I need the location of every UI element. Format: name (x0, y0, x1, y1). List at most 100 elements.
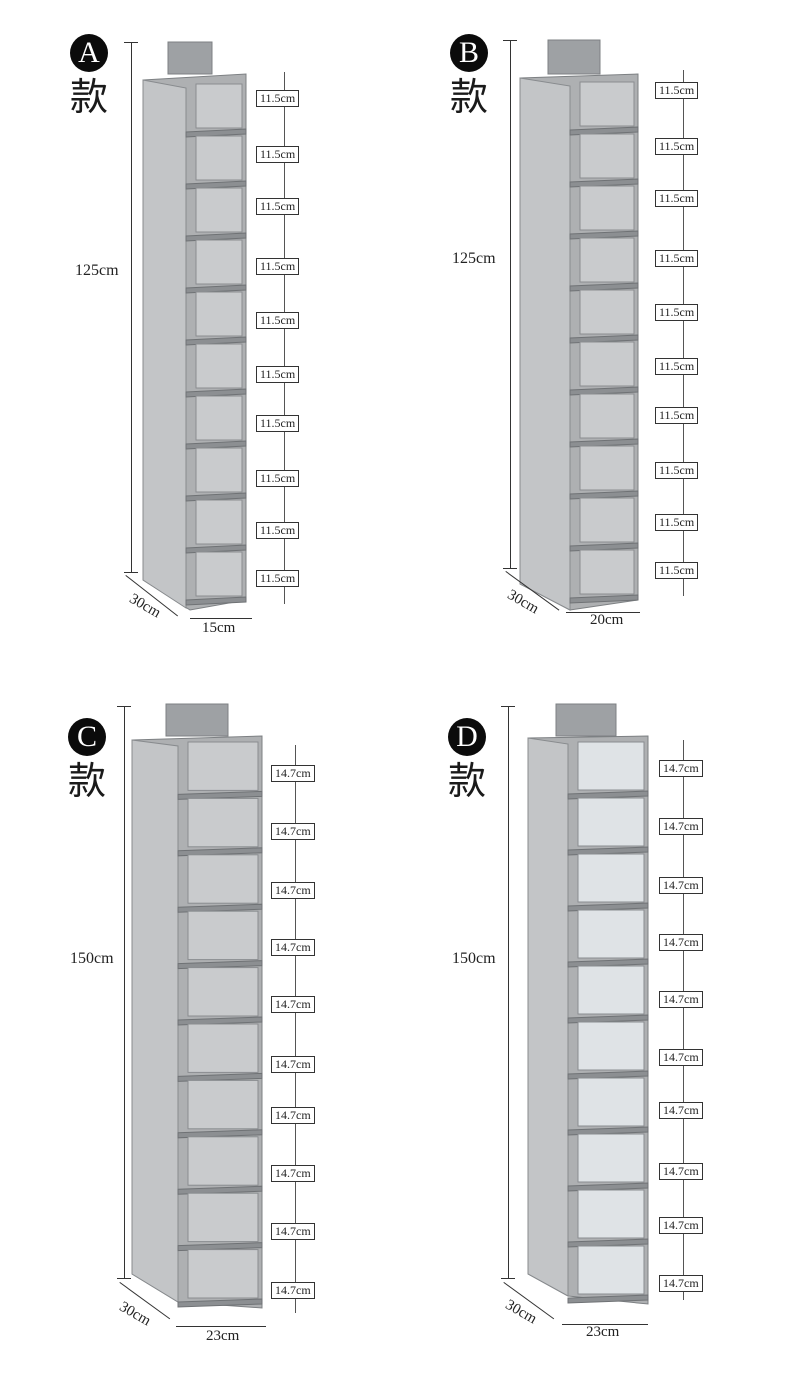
shelf-height-label: 11.5cm (256, 312, 300, 329)
width-b: 20cm (590, 612, 624, 628)
shelf-height-label: 14.7cm (271, 882, 315, 899)
shelf-board (185, 284, 247, 294)
total-height-b: 125cm (452, 250, 496, 267)
shelf-board (567, 1182, 649, 1192)
shelf-board (569, 386, 639, 396)
shelf-height-label: 14.7cm (271, 1165, 315, 1182)
shelf-height-label: 11.5cm (655, 514, 699, 531)
shelf-board (177, 847, 263, 857)
shelf-board (177, 1242, 263, 1252)
variant-label-d: 款 (448, 761, 487, 803)
variant-badge-b: B (450, 34, 488, 72)
organizer-image-b (519, 39, 639, 611)
shelf-board (567, 1070, 649, 1080)
shelf-board (185, 232, 247, 242)
shelf-compartment (577, 797, 645, 847)
shelf-compartment (187, 1136, 259, 1186)
shelf-compartment (187, 1023, 259, 1073)
shelf-height-label: 11.5cm (256, 570, 300, 587)
shelf-compartment (195, 499, 243, 545)
organizer-image-d (527, 703, 649, 1305)
shelf-height-label: 11.5cm (655, 190, 699, 207)
shelf-compartment (577, 1133, 645, 1183)
shelf-height-label: 14.7cm (659, 1102, 703, 1119)
shelf-compartment (579, 185, 635, 231)
shelf-height-label: 14.7cm (659, 877, 703, 894)
shelf-height-label: 11.5cm (256, 90, 300, 107)
shelf-compartment (577, 1189, 645, 1239)
shelf-compartment (195, 551, 243, 597)
shelf-height-label: 14.7cm (659, 760, 703, 777)
total-height-a: 125cm (75, 262, 119, 279)
shelf-board (177, 1072, 263, 1082)
shelf-board (567, 846, 649, 856)
variant-label-c: 款 (68, 761, 107, 803)
shelf-height-label: 11.5cm (655, 358, 699, 375)
shelf-compartment (195, 83, 243, 129)
shelf-height-label: 14.7cm (659, 1217, 703, 1234)
shelf-compartment (187, 854, 259, 904)
shelf-compartment (577, 909, 645, 959)
organizer-image-a (142, 41, 247, 611)
shelf-height-label: 11.5cm (256, 366, 300, 383)
shelf-compartment (195, 447, 243, 493)
total-height-line-a (131, 42, 132, 572)
variant-label-a: 款 (70, 77, 109, 119)
shelf-height-label: 14.7cm (271, 1107, 315, 1124)
shelf-compartment (195, 291, 243, 337)
shelf-compartment (187, 910, 259, 961)
shelf-height-label: 11.5cm (655, 138, 699, 155)
width-a: 15cm (202, 620, 236, 636)
shelf-compartment (187, 967, 259, 1017)
shelf-board (177, 790, 263, 800)
shelf-compartment (577, 1021, 645, 1071)
shelf-compartment (195, 395, 243, 441)
shelf-height-label: 14.7cm (659, 934, 703, 951)
shelf-board (567, 790, 649, 800)
shelf-compartment (579, 133, 635, 179)
width-c: 23cm (206, 1328, 240, 1344)
shelf-compartment (195, 187, 243, 233)
shelf-board (569, 334, 639, 344)
shelf-compartment (579, 445, 635, 491)
shelf-height-label: 14.7cm (271, 939, 315, 956)
shelf-board (569, 438, 639, 448)
shelf-compartment (579, 289, 635, 335)
width-d: 23cm (586, 1324, 620, 1340)
shelf-compartment (579, 549, 635, 595)
shelf-board (569, 178, 639, 188)
shelf-height-label: 14.7cm (271, 1056, 315, 1073)
shelf-compartment (577, 965, 645, 1015)
shelf-board (569, 282, 639, 292)
shelf-compartment (187, 741, 259, 791)
shelf-compartment (579, 341, 635, 387)
shelf-height-label: 11.5cm (256, 415, 300, 432)
shelf-height-label: 11.5cm (655, 82, 699, 99)
shelf-board (567, 1294, 649, 1304)
shelf-compartment (187, 1249, 259, 1299)
shelf-height-label: 11.5cm (256, 146, 300, 163)
shelf-board (185, 544, 247, 554)
shelf-board (185, 128, 247, 138)
shelf-compartment (195, 343, 243, 389)
shelf-height-label: 14.7cm (659, 818, 703, 835)
shelf-board (177, 903, 263, 913)
shelf-compartment (187, 1192, 259, 1243)
variant-label-b: 款 (450, 77, 489, 119)
variant-badge-c: C (68, 718, 106, 756)
shelf-height-label: 14.7cm (659, 1275, 703, 1292)
shelf-height-label: 14.7cm (271, 1282, 315, 1299)
shelf-compartment (577, 1245, 645, 1295)
shelf-height-label: 14.7cm (659, 1049, 703, 1066)
shelf-board (177, 1129, 263, 1139)
shelf-board (177, 1298, 263, 1308)
shelf-height-label: 11.5cm (256, 258, 300, 275)
shelf-board (569, 490, 639, 500)
shelf-board (177, 1016, 263, 1026)
shelf-compartment (187, 1079, 259, 1130)
shelf-height-label: 14.7cm (659, 1163, 703, 1180)
shelf-compartment (577, 1077, 645, 1127)
shelf-height-label: 14.7cm (271, 765, 315, 782)
shelf-height-label: 11.5cm (256, 198, 300, 215)
variant-badge-a: A (70, 34, 108, 72)
